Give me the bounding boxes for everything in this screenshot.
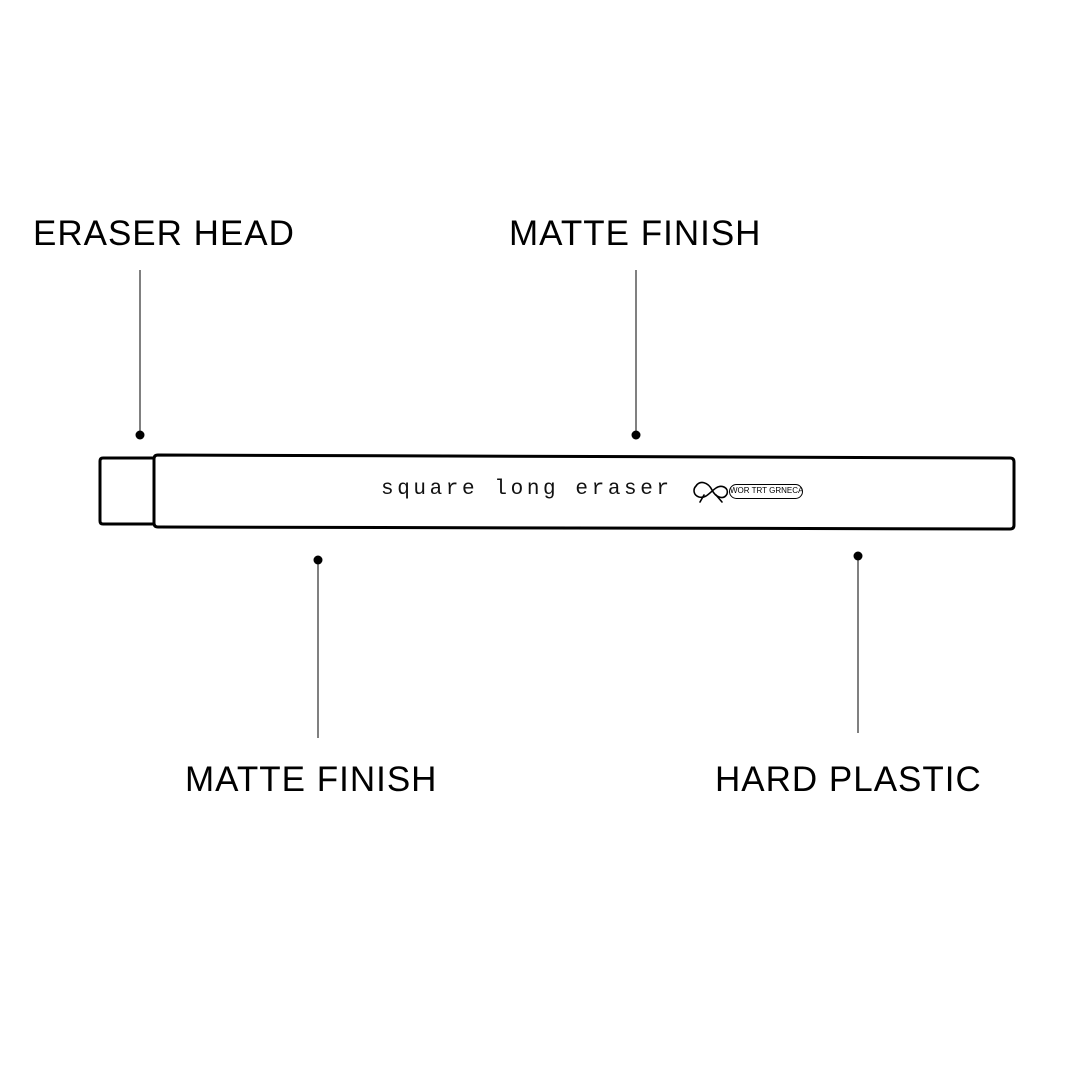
ribbon-logo-icon xyxy=(693,481,729,503)
eraser-printed-text: square long eraser xyxy=(381,478,673,501)
leader-dot-eraser-head xyxy=(135,430,145,440)
callout-hard-plastic: HARD PLASTIC xyxy=(715,760,982,799)
leader-dot-matte-finish-bottom xyxy=(313,555,323,565)
brand-badge: WOR TRT GRNECA xyxy=(729,484,803,499)
leader-dot-hard-plastic xyxy=(853,551,863,561)
eraser-body-shape xyxy=(152,453,1016,531)
leader-dot-matte-finish-top xyxy=(631,430,641,440)
callout-eraser-head: ERASER HEAD xyxy=(33,214,295,253)
callout-matte-finish-bottom: MATTE FINISH xyxy=(185,760,438,799)
eraser-head-shape xyxy=(98,456,156,526)
callout-matte-finish-top: MATTE FINISH xyxy=(509,214,762,253)
